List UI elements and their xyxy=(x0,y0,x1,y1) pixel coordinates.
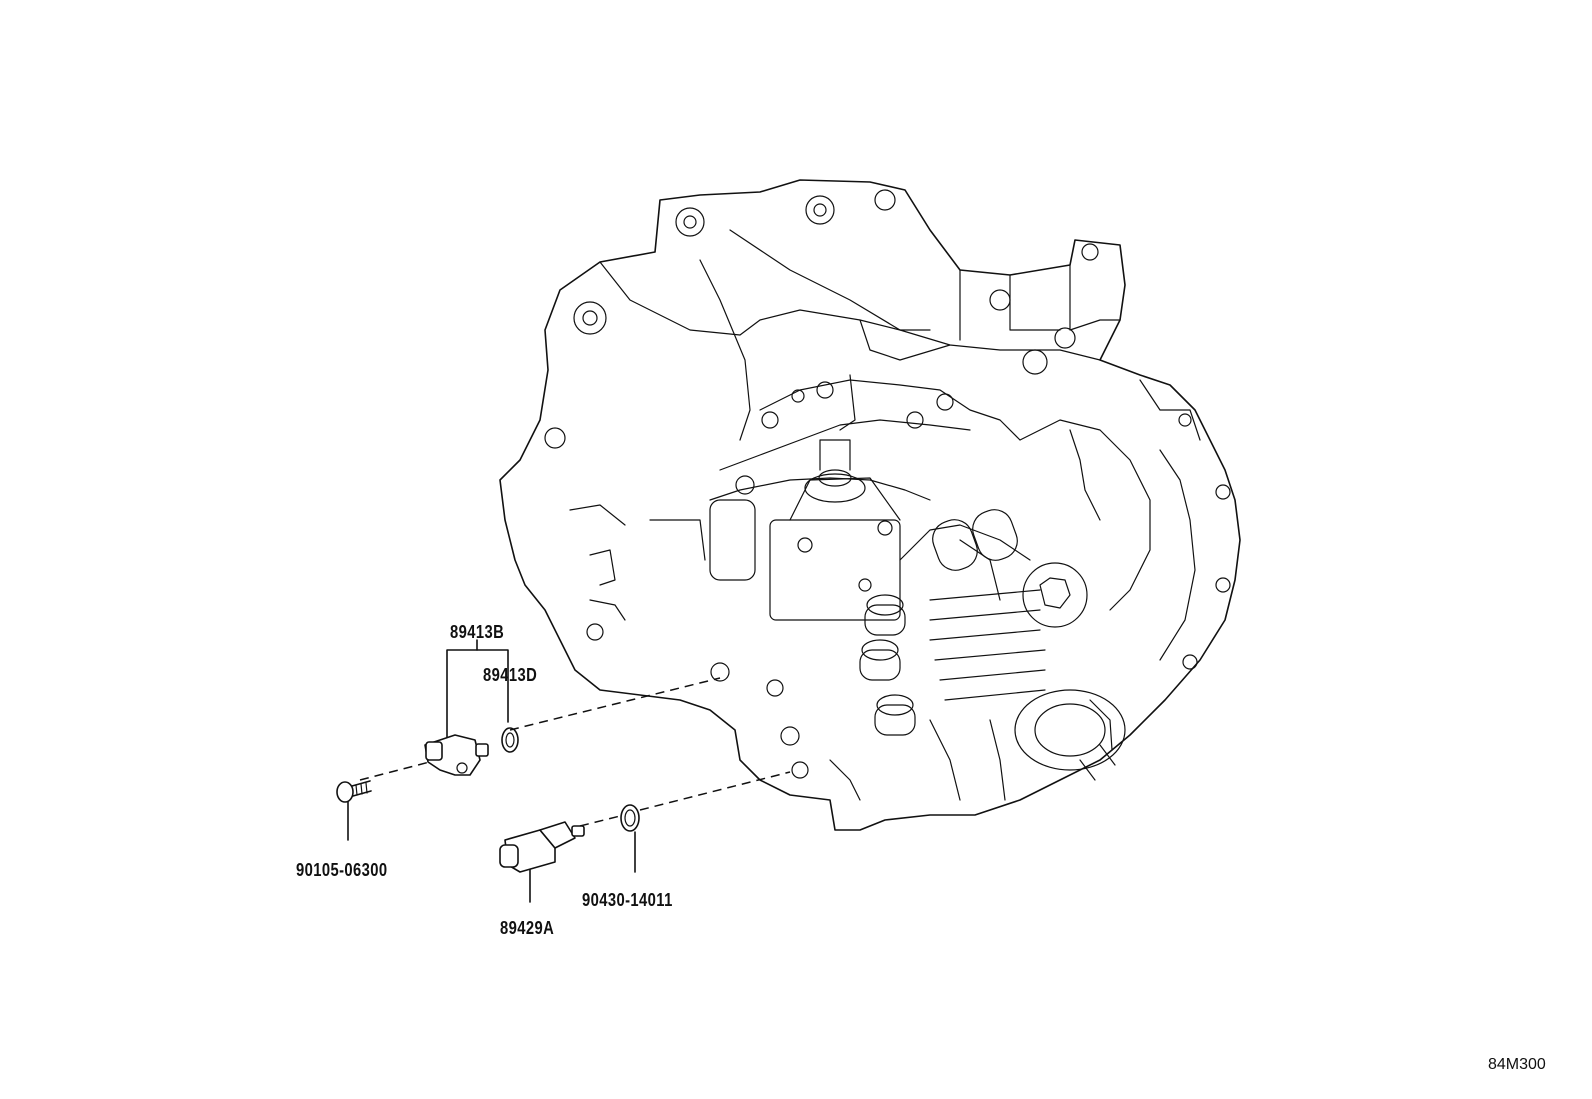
part-label-89429A[interactable]: 89429A xyxy=(500,918,555,938)
leader-lines xyxy=(347,639,636,903)
speed-sensor-part xyxy=(424,734,489,776)
part-label-90105-06300[interactable]: 90105-06300 xyxy=(296,860,388,880)
transmission-housing xyxy=(499,179,1241,831)
back-up-lamp-switch-part xyxy=(499,821,585,873)
assembly-lines xyxy=(359,677,791,827)
gasket-part xyxy=(620,804,640,832)
part-label-89413B[interactable]: 89413B xyxy=(450,622,505,642)
part-label-89413D[interactable]: 89413D xyxy=(483,665,538,685)
bolt-part xyxy=(336,780,372,803)
o-ring-part xyxy=(501,727,519,753)
part-label-90430-14011[interactable]: 90430-14011 xyxy=(582,890,673,910)
illustration-code: 84M300 xyxy=(1488,1056,1546,1073)
